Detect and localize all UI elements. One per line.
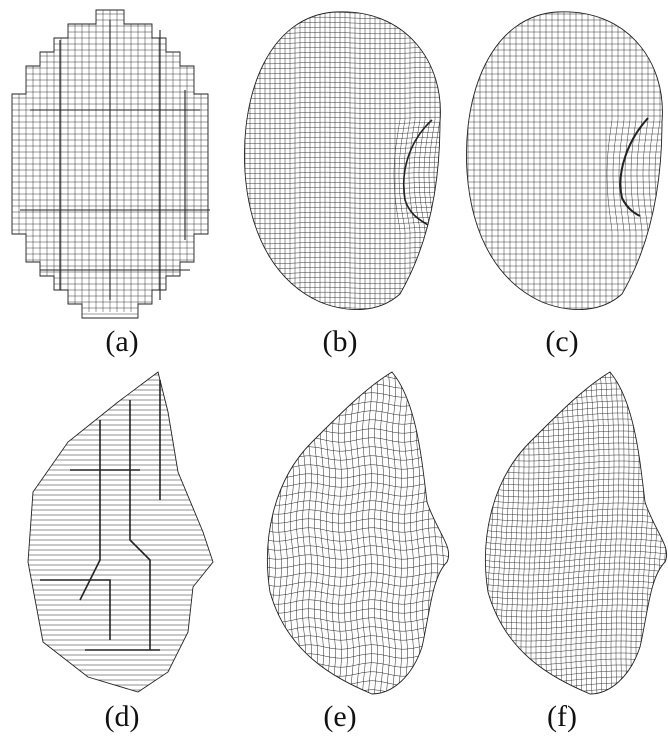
- panel-a-front-voxel-mesh: [5, 8, 215, 318]
- panel-f-side-smooth-mesh: [476, 365, 668, 701]
- panel-b-front-refined-mesh: [240, 7, 445, 319]
- panel-label-d: (d): [62, 700, 182, 734]
- panel-label-c: (c): [502, 325, 622, 359]
- panel-d-side-voxel-mesh: [28, 370, 213, 692]
- panel-label-b: (b): [280, 325, 400, 359]
- panel-label-a: (a): [62, 325, 182, 359]
- panel-label-f: (f): [502, 700, 622, 734]
- panel-c-front-smooth-mesh: [462, 8, 666, 316]
- panel-e-side-refined-mesh: [261, 366, 456, 696]
- panel-label-e: (e): [280, 700, 400, 734]
